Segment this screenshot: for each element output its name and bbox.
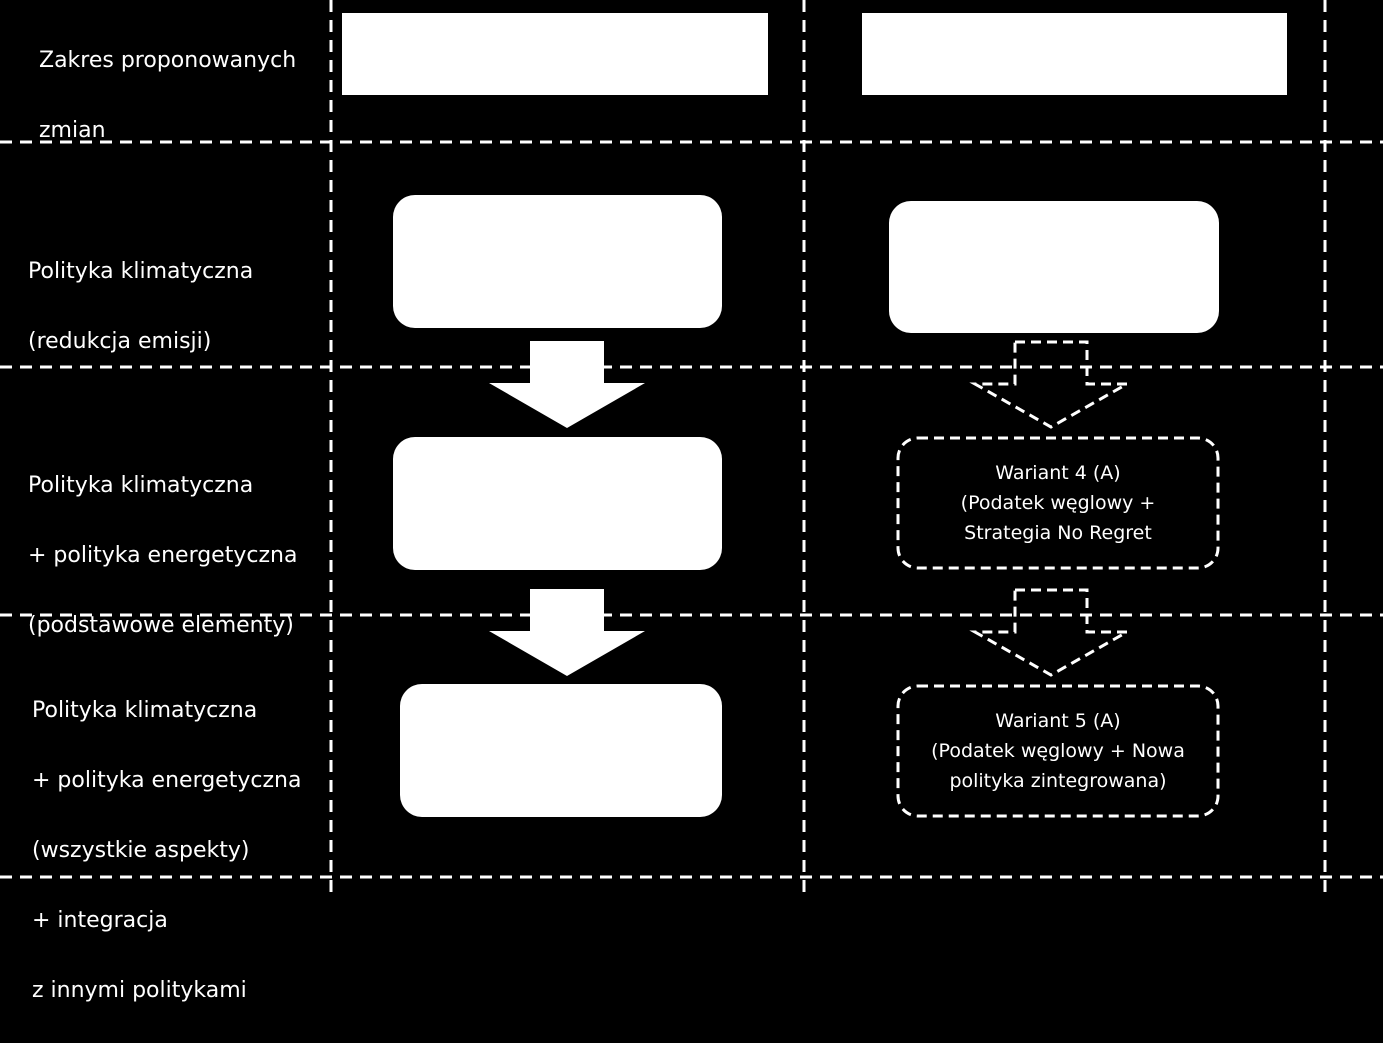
row-label-zakres: Zakres proponowanych zmian [39, 8, 296, 183]
variant-5-line: polityka zintegrowana) [949, 770, 1167, 792]
row-label-line: (wszystkie aspekty) [32, 838, 250, 863]
variant-5-box [896, 684, 1220, 818]
dashed-arrow-down-1 [969, 340, 1133, 429]
diagram-graphics [0, 0, 1383, 900]
dashed-arrow-down-2 [969, 588, 1133, 677]
column-header-box-2 [862, 13, 1287, 95]
row-label-line: (podstawowe elementy) [28, 613, 294, 638]
row-label-line: + polityka energetyczna [32, 768, 302, 793]
solid-arrow-down-2 [489, 589, 645, 676]
row-label-line: + polityka energetyczna [28, 543, 298, 568]
variant-box-col1-row3 [400, 684, 722, 817]
solid-arrow-down-1 [489, 341, 645, 428]
variant-4-line: Strategia No Regret [964, 522, 1152, 544]
row-label-polityka-energetyczna-podstawowe: Polityka klimatyczna + polityka energety… [28, 433, 297, 678]
row-label-line: + integracja [32, 908, 168, 933]
variant-box-col1-row2 [393, 437, 722, 570]
policy-variants-diagram: Zakres proponowanych zmian Polityka klim… [0, 0, 1383, 1003]
variant-5-line: Wariant 5 (A) [995, 710, 1121, 732]
variant-box-col1-row1 [393, 195, 722, 328]
row-label-polityka-zintegrowana: Polityka klimatyczna + polityka energety… [32, 658, 301, 1043]
variant-box-col2-row1 [889, 201, 1219, 333]
variant-5-text: Wariant 5 (A) (Podatek węglowy + Nowa po… [898, 686, 1218, 816]
row-label-line: (redukcja emisji) [28, 329, 212, 354]
row-label-line: zmian [39, 118, 106, 143]
variant-4-box [896, 436, 1220, 570]
row-label-line: Zakres proponowanych [39, 48, 297, 73]
row-label-line: z innymi politykami [32, 978, 247, 1003]
row-label-line: Polityka klimatyczna [28, 473, 254, 498]
row-label-line: Polityka klimatyczna [28, 259, 254, 284]
variant-4-text: Wariant 4 (A) (Podatek węglowy + Strateg… [898, 438, 1218, 568]
row-label-line: Polityka klimatyczna [32, 698, 258, 723]
row-label-polityka-klimatyczna: Polityka klimatyczna (redukcja emisji) [28, 219, 253, 394]
column-header-box-1 [342, 13, 768, 95]
variant-5-line: (Podatek węglowy + Nowa [931, 740, 1185, 762]
variant-4-line: (Podatek węglowy + [960, 492, 1156, 514]
variant-4-line: Wariant 4 (A) [995, 462, 1121, 484]
